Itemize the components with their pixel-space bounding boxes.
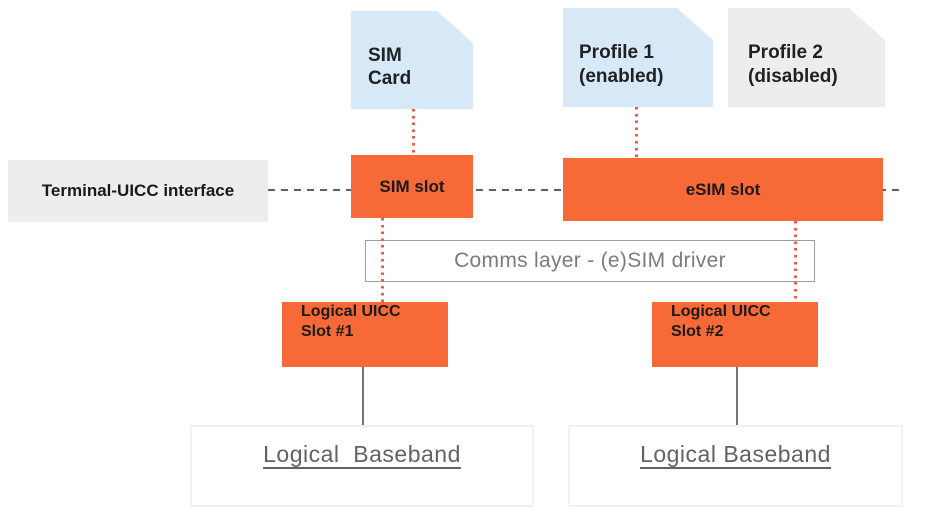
logical-baseband2-label: Logical Baseband bbox=[640, 441, 831, 467]
logical-baseband1-box: Logical Baseband bbox=[190, 425, 534, 507]
comms-layer-box: Comms layer - (e)SIM driver bbox=[365, 240, 815, 282]
profile2-label-line1: Profile 2 bbox=[748, 42, 823, 64]
sim-card-label-line2: Card bbox=[368, 68, 412, 89]
profile2-label-line2: (disabled) bbox=[748, 65, 838, 87]
connector-profile1-to-esimslot bbox=[635, 107, 638, 158]
sim-card-label-line1: SIM bbox=[368, 44, 402, 66]
terminal-uicc-interface-label: Terminal-UICC interface bbox=[41, 181, 235, 200]
profile1-label-line1: Profile 1 bbox=[579, 42, 654, 64]
profile1-label-line2: (enabled) bbox=[579, 65, 664, 87]
connector-esimslot-to-uiccslot2 bbox=[794, 221, 797, 302]
connector-simslot-to-uiccslot1 bbox=[381, 218, 384, 302]
logical-baseband2-box: Logical Baseband bbox=[568, 425, 903, 507]
comms-layer-label: Comms layer - (e)SIM driver bbox=[454, 249, 726, 272]
logical-uicc-slot1-label-line2: Slot #1 bbox=[301, 322, 354, 340]
terminal-uicc-interface-box: Terminal-UICC interface bbox=[8, 160, 268, 222]
profile2-node: Profile 2 (disabled) bbox=[728, 8, 885, 107]
esim-slot-node: eSIM slot bbox=[563, 158, 883, 221]
sim-slot-node: SIM slot bbox=[351, 155, 473, 218]
logical-uicc-slot2-label-line1: Logical UICC bbox=[671, 303, 771, 320]
logical-uicc-slot2-label-line2: Slot #2 bbox=[671, 322, 724, 340]
logical-uicc-slot1-node: Logical UICC Slot #1 bbox=[282, 302, 448, 367]
profile1-node: Profile 1 (enabled) bbox=[563, 8, 713, 107]
connector-uiccslot1-to-baseband1 bbox=[362, 367, 364, 425]
logical-uicc-slot2-node: Logical UICC Slot #2 bbox=[652, 302, 818, 367]
sim-card-node: SIM Card bbox=[351, 11, 473, 109]
esim-slot-label: eSIM slot bbox=[685, 179, 761, 199]
logical-uicc-slot1-label-line1: Logical UICC bbox=[301, 303, 401, 320]
logical-baseband1-label: Logical Baseband bbox=[263, 441, 461, 467]
connector-uiccslot2-to-baseband2 bbox=[736, 367, 738, 425]
connector-simcard-to-simslot bbox=[412, 109, 415, 155]
sim-slot-label: SIM slot bbox=[379, 176, 445, 196]
